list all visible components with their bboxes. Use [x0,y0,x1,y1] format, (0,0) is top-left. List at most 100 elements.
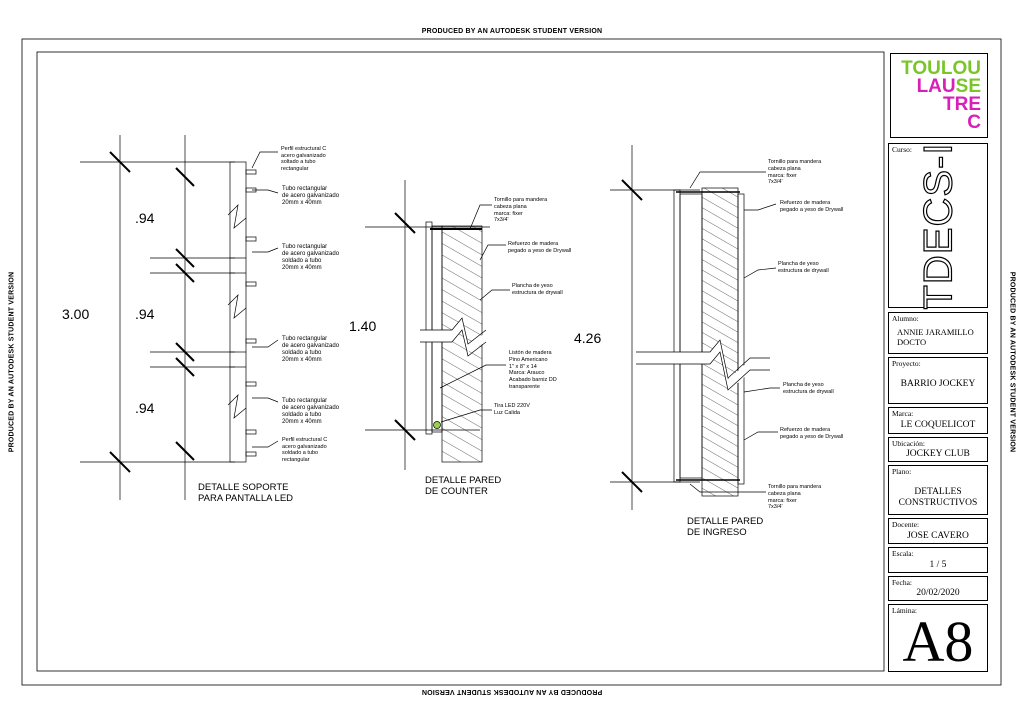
tb-proyecto: Proyecto: BARRIO JOCKEY [888,357,988,404]
note-line: soldado a tubo [282,350,322,356]
note-line: Tubo rectangular [282,398,328,404]
note-line: 20mm x 40mm [282,357,322,363]
note-line: pegado a yeso de Drywall [780,433,844,440]
note-line: soldado a tubo [282,258,322,264]
note-line: Marca: Arauco [509,370,545,377]
note-line: Perfil estructural C [282,437,328,443]
detail3-title-1: DETALLE PARED [687,516,764,527]
tb-lamina-label: Lámina: [892,606,917,615]
logo-line-3: TRE [943,94,981,115]
logo-line-1: TOULOU [901,58,981,79]
note-line: de acero galvanizado [282,193,340,199]
detail-2-counter [365,180,510,470]
detail-3-entry [610,145,780,510]
note-line: rectangular [282,456,310,463]
tb-plano-value-1: DETALLES [914,487,962,497]
note-line: Tornillo para mandera [768,484,822,490]
note-line: acero galvanizado [281,152,326,159]
note-line: 7x3/4' [494,217,509,224]
tb-docente: Docente: JOSE CAVERO [888,518,988,544]
tb-fecha-label: Fecha: [892,578,912,587]
note-line: estructura de drywall [512,289,563,296]
note-line: Tubo rectangular [282,186,328,192]
tb-curso-value: TDECS-I [916,142,961,310]
tb-docente-label: Docente: [892,520,920,529]
detail1-title-2: PARA PANTALLA LED [198,493,294,504]
dim-a: .94 [135,210,155,226]
tb-alumno-label: Alumno: [892,314,919,323]
note-line: Acabado barniz DD [509,377,557,384]
tb-curso: Curso: TDECS-I [888,142,988,310]
tb-escala-value: 1 / 5 [929,560,947,570]
detail3-dim: 4.26 [574,330,602,346]
tb-marca: Marca: LE COQUELICOT [888,407,988,434]
tb-lamina-value: A8 [902,609,974,674]
inner-border [36,51,885,672]
note-line: transparente [509,383,540,390]
note-line: cabeza plana [768,165,801,172]
dim-total: 3.00 [62,306,90,322]
tb-plano: Plano: DETALLES CONSTRUCTIVOS [888,465,988,515]
tb-docente-value: JOSE CAVERO [907,531,969,541]
note-line: pegado a yeso de Drywall [508,247,572,254]
note-line: Luz Calida [494,409,520,416]
tb-marca-label: Marca: [892,409,914,418]
note-line: 20mm x 40mm [282,419,322,425]
tb-fecha: Fecha: 20/02/2020 [888,576,988,601]
logo-line-2b: SE [955,76,981,97]
note-line: soldado a tubo [282,412,322,418]
tb-plano-value-2: CONSTRUCTIVOS [898,498,978,508]
dim-c: .94 [135,400,155,416]
tb-plano-label: Plano: [892,467,912,476]
tb-escala-label: Escala: [892,549,914,558]
logo-line-4: C [967,112,981,133]
note-line: Perfil estructural C [281,146,327,152]
note-line: 20mm x 40mm [282,200,322,206]
tb-marca-value: LE COQUELICOT [900,420,976,430]
detail-1-support [80,135,279,500]
tb-alumno-value-1: ANNIE JARAMILLO [897,327,974,337]
tb-ubicacion-label: Ubicación: [892,439,925,448]
note-line: cabeza plana [494,203,527,210]
detail2-title-2: DE COUNTER [425,486,488,497]
note-line: acero galvanizado [282,443,327,450]
note-line: de acero galvanizado [282,251,340,257]
note-line: cabeza plana [768,490,801,497]
note-line: Tubo rectangular [282,244,328,250]
note-line: Plancha de yeso [778,261,819,267]
tb-fecha-value: 20/02/2020 [916,588,960,598]
note-line: Plancha de yeso [783,382,824,388]
tb-escala: Escala: 1 / 5 [888,547,988,573]
note-line: 1" x 8" x 14 [509,363,537,370]
note-line: soltado a tubo [281,159,316,165]
detail1-title: DETALLE SOPORTE PARA PANTALLA LED [198,482,293,504]
note-line: estructura de drywall [783,388,834,395]
detail3-title: DETALLE PARED DE INGRESO [687,516,763,538]
tb-lamina: Lámina: A8 [888,604,988,674]
detail3-title-2: DE INGRESO [687,527,747,538]
note-line: de acero galvanizado [282,343,340,349]
note-line: marca: fixer [494,210,523,217]
note-line: pegado a yeso de Drywall [780,206,844,213]
detail2-title: DETALLE PARED DE COUNTER [425,475,501,497]
note-line: 7x3/4' [768,504,783,511]
note-line: 20mm x 40mm [282,265,322,271]
tb-proyecto-label: Proyecto: [892,359,921,368]
watermark-top: PRODUCED BY AN AUTODESK STUDENT VERSION [421,28,603,35]
note-line: Tornillo para mandera [768,159,822,165]
note-line: Tornillo para mandera [494,197,548,203]
note-line: Listón de madera [509,350,552,356]
